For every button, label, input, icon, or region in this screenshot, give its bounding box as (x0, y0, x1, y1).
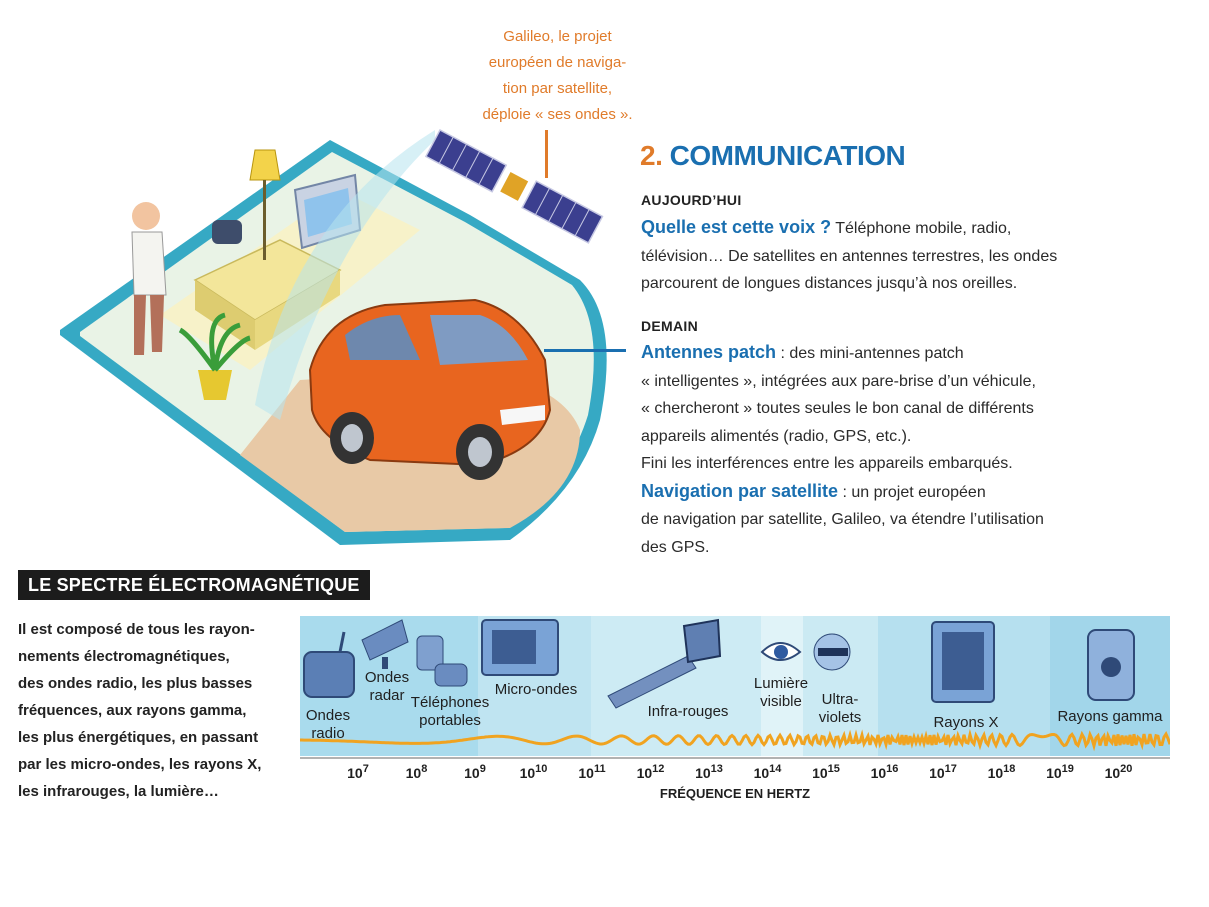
desc-line: les plus énergétiques, en passant (18, 729, 259, 746)
today-paragraph: Quelle est cette voix ? Téléphone mobile… (641, 214, 1057, 298)
satellite (424, 128, 604, 244)
antennes-lead: Antennes patch (641, 342, 777, 362)
nav-lead: Navigation par satellite (641, 480, 839, 501)
tick-label: 1017 (929, 763, 957, 781)
plant (178, 312, 251, 400)
desc-line: par les micro-ondes, les rayons X, (18, 756, 262, 773)
today-first-line: Quelle est cette voix ? Téléphone mobile… (641, 214, 1057, 243)
radio-icon (303, 631, 355, 698)
caption-line: européen de naviga- (488, 54, 627, 71)
tick-label: 1010 (520, 763, 548, 781)
tick-label: 1014 (754, 763, 783, 781)
nav-line: des GPS. (641, 538, 710, 556)
tick-label: 107 (347, 763, 369, 781)
nav-line: : un projet européen (838, 483, 986, 501)
remote-control-icon (607, 655, 697, 709)
section-title: 2. COMMUNICATION (640, 140, 906, 172)
car (308, 298, 552, 480)
band-region-visible (761, 616, 803, 756)
mobile-phone-icon (416, 635, 468, 687)
tv-icon (682, 618, 722, 664)
caption-line: déploie « ses ondes ». (482, 106, 633, 123)
tick-label: 1020 (1105, 763, 1133, 781)
spectrum-title: LE SPECTRE ÉLECTROMAGNÉTIQUE (18, 570, 370, 600)
tick-label: 1011 (578, 763, 605, 781)
tick-label: 1013 (695, 763, 723, 781)
band-label-ultra-violets: Ultra-violets (819, 691, 862, 726)
today-line: parcourent de longues distances jusqu’à … (641, 275, 1018, 292)
band-label-infra-rouges: Infra-rouges (648, 703, 729, 720)
antennes-line: « chercheront » toutes seules le bon can… (641, 400, 1034, 417)
demain-leader-line (544, 349, 626, 352)
radioactive-barrel-icon (1087, 629, 1135, 701)
antennes-line: Fini les interférences entre les apparei… (641, 455, 1013, 472)
desc-line: fréquences, aux rayons gamma, (18, 702, 247, 719)
caption-line: tion par satellite, (502, 80, 613, 97)
xray-scanner-icon (931, 621, 995, 703)
desc-line: les infrarouges, la lumière… (18, 783, 219, 800)
tick-label: 109 (464, 763, 486, 781)
caption-leader-line (545, 130, 548, 178)
man-on-phone (131, 202, 167, 355)
desc-line: nements électromagnétiques, (18, 648, 230, 665)
tick-label: 1018 (988, 763, 1016, 781)
band-label-rayons-gamma: Rayons gamma (1057, 708, 1163, 725)
satellite-caption: Galileo, le projet européen de naviga- t… (470, 24, 645, 128)
antennes-line: : des mini-antennes patch (776, 345, 964, 362)
band-label-micro-ondes: Micro-ondes (495, 681, 578, 698)
band-label-rayons-x: Rayons X (933, 714, 998, 731)
tick-label: 1012 (637, 763, 665, 781)
tomorrow-paragraph: Antennes patch : des mini-antennes patch… (641, 339, 1044, 561)
today-line: Téléphone mobile, radio, (831, 220, 1012, 237)
tick-label: 1015 (812, 763, 840, 781)
section-number: 2. (640, 140, 663, 171)
desc-line: des ondes radio, les plus basses (18, 675, 253, 692)
communication-illustration (60, 128, 607, 545)
spectrum-description: Il est composé de tous les rayon- nement… (18, 616, 288, 805)
band-region-ir (591, 616, 761, 756)
antennes-line: appareils alimentés (radio, GPS, etc.). (641, 427, 912, 445)
nav-line: de navigation par satellite, Galileo, va… (641, 511, 1044, 528)
axis-label: FRÉQUENCE EN HERTZ (660, 786, 810, 801)
tomorrow-heading: DEMAIN (641, 318, 699, 334)
microwave-icon (481, 619, 559, 676)
toaster (212, 220, 242, 244)
tick-label: 1016 (871, 763, 899, 781)
today-line: télévision… De satellites en antennes te… (641, 247, 1058, 265)
caption-line: Galileo, le projet (503, 28, 612, 45)
sunglasses-face-icon (813, 633, 851, 671)
frequency-ticks: 107 108 109 1010 1011 1012 1013 1014 1015 1016 101… (347, 763, 1132, 781)
today-lead: Quelle est cette voix ? (641, 217, 832, 237)
eye-icon (760, 642, 802, 661)
tick-label: 1019 (1046, 763, 1074, 781)
today-heading: AUJOURD’HUI (641, 192, 742, 208)
antennes-line: « intelligentes », intégrées aux pare-br… (641, 372, 1036, 390)
spectrum-wave (300, 728, 1170, 752)
desc-line: Il est composé de tous les rayon- (18, 621, 255, 638)
tick-label: 108 (406, 763, 428, 781)
lamp (249, 149, 281, 260)
radar-dish-icon (361, 619, 409, 669)
nav-first-line: Navigation par satellite : un projet eur… (641, 478, 1044, 507)
antennes-first-line: Antennes patch : des mini-antennes patch (641, 339, 1044, 368)
signal-beam (255, 130, 435, 420)
section-heading: COMMUNICATION (669, 140, 906, 171)
